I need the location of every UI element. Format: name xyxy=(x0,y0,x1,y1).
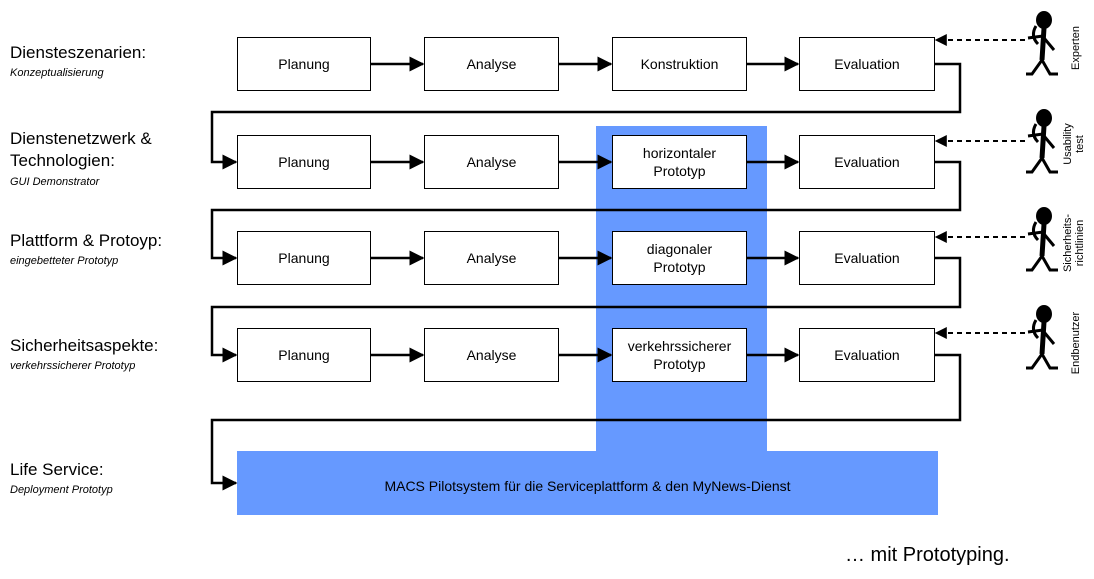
phase-2-title: Dienstenetzwerk & Technologien: xyxy=(10,129,152,170)
phase-3-title: Plattform & Protoyp: xyxy=(10,231,163,250)
flow-connectors xyxy=(210,34,1025,491)
phase-3-step-planung: Planung xyxy=(237,231,371,285)
stick-figure-icon xyxy=(1026,11,1058,76)
phase-3-step-analyse: Analyse xyxy=(424,231,559,285)
phase-4-step-verkehrssicherer-prototyp: verkehrssicherer Prototyp xyxy=(612,328,747,382)
role-label-experten: Experten xyxy=(1070,25,1082,71)
phase-4-title: Sicherheitsaspekte: xyxy=(10,336,159,355)
phase-4-step-planung: Planung xyxy=(237,328,371,382)
phase-5-subtitle: Deployment Prototyp xyxy=(10,484,113,496)
phase-3-step-diagonaler-prototyp: diagonaler Prototyp xyxy=(612,231,747,285)
stick-figure-icon xyxy=(1026,305,1058,370)
return-connector-4 xyxy=(210,353,962,491)
pilot-system-label: MACS Pilotsystem für die Serviceplattfor… xyxy=(384,478,791,494)
phase-2-subtitle: GUI Demonstrator xyxy=(10,176,100,188)
stakeholder-figures xyxy=(1026,11,1058,370)
footer-caption: … mit Prototyping. xyxy=(845,544,1010,566)
stick-figure-icon xyxy=(1026,109,1058,174)
phase-2-step-analyse: Analyse xyxy=(424,135,559,189)
phase-1-step-konstruktion: Konstruktion xyxy=(612,37,747,91)
phase-3-step-evaluation: Evaluation xyxy=(799,231,935,285)
phase-1-step-planung: Planung xyxy=(237,37,371,91)
role-label-sicherheitsrichtlinien: Sicherheits- richtlinien xyxy=(1062,213,1086,273)
role-label-endbenutzer: Endbenutzer xyxy=(1070,311,1082,375)
phase-1-step-evaluation: Evaluation xyxy=(799,37,935,91)
phase-2-step-horizontaler-prototyp: horizontaler Prototyp xyxy=(612,135,747,189)
phase-1-title: Diensteszenarien: xyxy=(10,43,147,62)
phase-3-subtitle: eingebetteter Prototyp xyxy=(10,255,119,267)
phase-1-step-analyse: Analyse xyxy=(424,37,559,91)
return-connector-3 xyxy=(210,256,962,363)
phase-5-title: Life Service: xyxy=(10,460,104,479)
return-connector-1 xyxy=(210,62,962,170)
phase-2-step-planung: Planung xyxy=(237,135,371,189)
phase-2-step-evaluation: Evaluation xyxy=(799,135,935,189)
pilot-system-bar xyxy=(237,451,938,515)
phase-1-subtitle: Konzeptualisierung xyxy=(10,67,104,79)
phase-4-step-analyse: Analyse xyxy=(424,328,559,382)
role-label-usability-test: Usability test xyxy=(1062,123,1086,165)
return-connector-2 xyxy=(210,160,962,266)
phase-4-step-evaluation: Evaluation xyxy=(799,328,935,382)
stick-figure-icon xyxy=(1026,207,1058,272)
phase-4-subtitle: verkehrssicherer Prototyp xyxy=(10,360,136,372)
